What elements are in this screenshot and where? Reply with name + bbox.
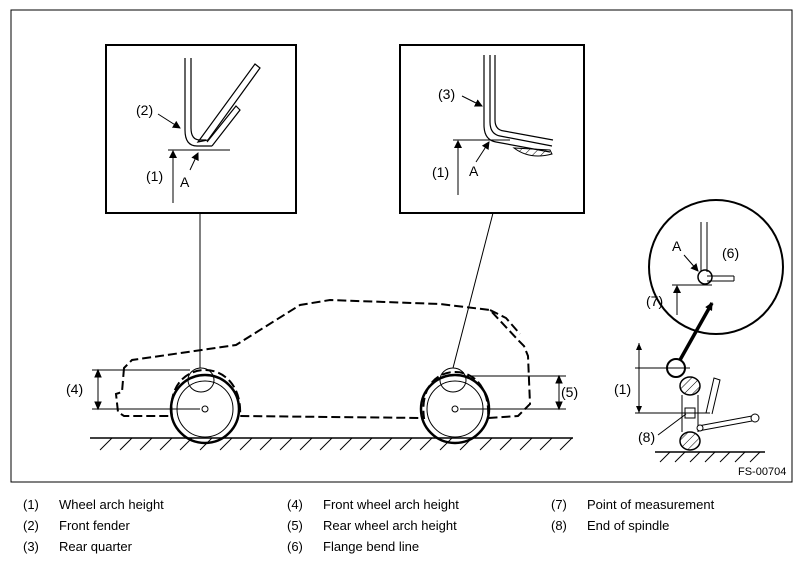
label-5: (5) [561,384,578,400]
legend-text: End of spindle [587,518,670,533]
legend-num: (1) [23,497,39,512]
suspension-side-view [635,343,765,463]
front-arch-height-dimension [92,368,200,411]
label-6: (6) [722,245,739,261]
legend-text: Rear wheel arch height [323,518,457,533]
label-1-side: (1) [614,381,631,397]
legend-num: (8) [551,518,567,533]
legend: (1) Wheel arch height (2) Front fender (… [0,494,804,562]
label-8: (8) [638,429,655,445]
legend-num: (2) [23,518,39,533]
front-arch-marker [187,367,215,393]
ground [90,437,573,451]
label-a-rear: A [469,163,479,179]
legend-num: (3) [23,539,39,554]
legend-text: Front fender [59,518,130,533]
label-1-front: (1) [146,168,163,184]
label-7: (7) [646,293,663,309]
front-fender-detail [105,44,297,214]
legend-text: Rear quarter [59,539,132,554]
figure-code: FS-00704 [738,466,786,478]
label-3: (3) [438,86,455,102]
magnify-arrow [678,302,714,361]
legend-num: (5) [287,518,303,533]
label-2: (2) [136,102,153,118]
legend-text: Point of measurement [587,497,715,512]
label-4: (4) [66,381,83,397]
wheel-arch-diagram: (4) (5) (2) (1) A (3) (1) A [10,9,793,483]
label-a-front: A [180,174,190,190]
rear-arch-marker [439,367,467,393]
legend-text: Front wheel arch height [323,497,459,512]
legend-text: Wheel arch height [59,497,164,512]
label-1-rear: (1) [432,164,449,180]
label-a-detail: A [672,238,682,254]
car-body [114,298,532,420]
figure-frame [10,9,793,483]
rear-arch-height-dimension [460,374,566,411]
rear-quarter-detail [399,44,585,214]
legend-num: (4) [287,497,303,512]
legend-num: (7) [551,497,567,512]
magnified-detail-circle [648,199,784,335]
legend-num: (6) [287,539,303,554]
legend-text: Flange bend line [323,539,420,554]
